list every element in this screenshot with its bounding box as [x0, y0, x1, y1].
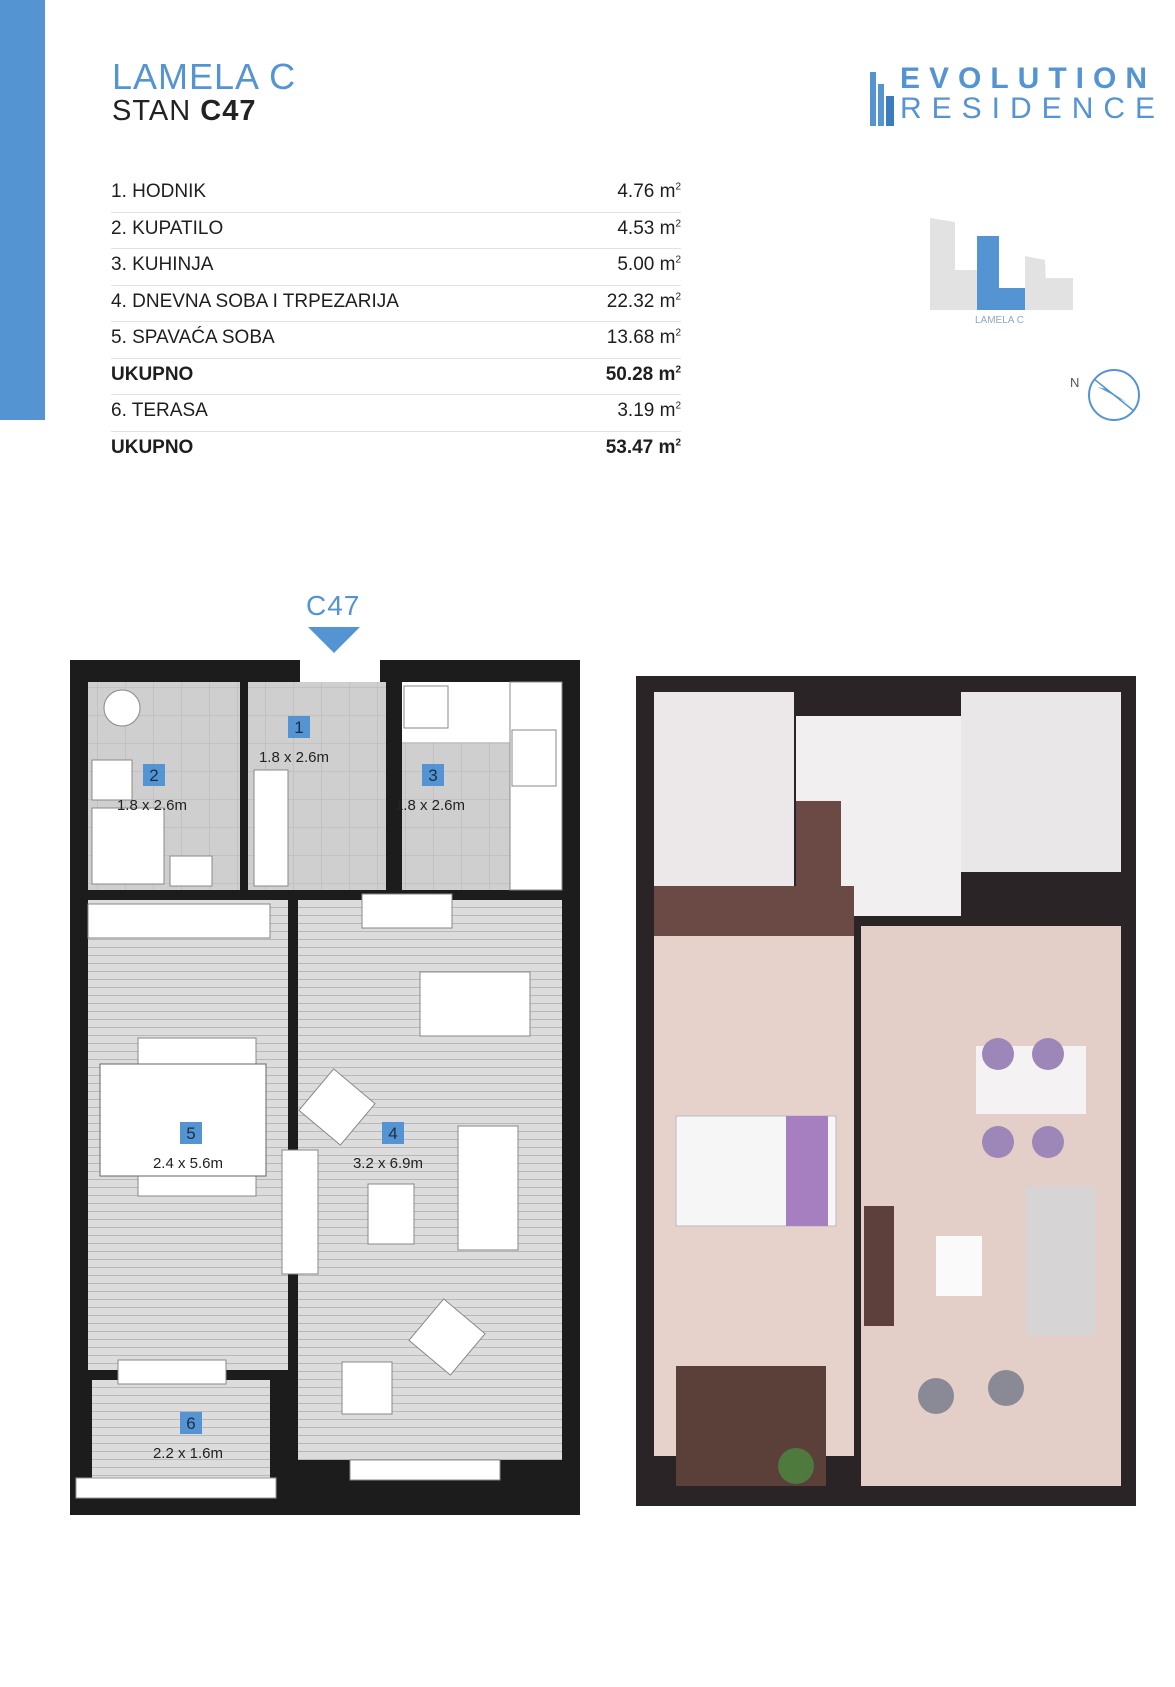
- room-name: 1. HODNIK: [111, 181, 207, 202]
- svg-text:5: 5: [186, 1124, 195, 1143]
- room-row: 1. HODNIK 4.76 m2: [111, 176, 681, 213]
- svg-text:1.8 x 2.6m: 1.8 x 2.6m: [259, 749, 329, 766]
- brand-logo: EVOLUTION RESIDENCE: [868, 62, 1155, 132]
- room-row: 4. DNEVNA SOBA I TRPEZARIJA 22.32 m2: [111, 286, 681, 322]
- room-label-4: 4 3.2 x 6.9m: [353, 1122, 423, 1172]
- compass-icon: [1088, 369, 1140, 421]
- svg-text:2: 2: [149, 766, 158, 785]
- building-logo-icon: [870, 72, 894, 126]
- room-row: 2. KUPATILO 4.53 m2: [111, 213, 681, 249]
- room-row: 3. KUHINJA 5.00 m2: [111, 249, 681, 286]
- svg-text:4: 4: [388, 1124, 397, 1143]
- room-name: 3. KUHINJA: [111, 254, 214, 275]
- room-name: 6. TERASA: [111, 400, 208, 421]
- unit-title: STAN C47: [112, 95, 256, 128]
- unit-prefix: STAN: [112, 95, 192, 127]
- total-label: UKUPNO: [111, 363, 194, 385]
- plan-code: C47: [306, 590, 361, 621]
- room-area: 13.68 m2: [606, 327, 681, 348]
- bathroom-render: [654, 692, 794, 892]
- room-area: 22.32 m2: [606, 290, 681, 312]
- svg-text:3: 3: [428, 766, 437, 785]
- unit-code: C47: [200, 95, 257, 127]
- room-label-3: 3 1.8 x 2.6m: [395, 764, 465, 814]
- total-area: 53.47 m2: [605, 436, 681, 458]
- room-label-5: 5 2.4 x 5.6m: [153, 1122, 223, 1172]
- entrance-arrow-icon: [308, 627, 360, 653]
- svg-text:3.2 x 6.9m: 3.2 x 6.9m: [353, 1155, 423, 1172]
- room-label-6: 6 2.2 x 1.6m: [153, 1412, 223, 1462]
- svg-text:2.4 x 5.6m: 2.4 x 5.6m: [153, 1155, 223, 1172]
- room-area: 5.00 m2: [617, 254, 681, 275]
- room-area-table: 1. HODNIK 4.76 m2 2. KUPATILO 4.53 m2 3. K…: [111, 176, 681, 467]
- lamela-title: LAMELA C: [112, 56, 297, 97]
- room-area: 4.53 m2: [617, 217, 681, 239]
- room-name: 4. DNEVNA SOBA I TRPEZARIJA: [111, 290, 399, 312]
- floor-plan: 1 1.8 x 2.6m 2 1.8 x 2.6m 3 1.8 x 2.6m 4…: [70, 660, 580, 1515]
- room-area: 4.76 m2: [617, 181, 681, 202]
- room-name: 2. KUPATILO: [111, 217, 224, 239]
- room-label-2: 2 1.8 x 2.6m: [117, 764, 187, 814]
- kitchen-render: [961, 692, 1121, 872]
- brand-line1: EVOLUTION: [900, 62, 1157, 95]
- svg-text:1: 1: [294, 718, 303, 737]
- room-label-1: 1 1.8 x 2.6m: [259, 716, 329, 766]
- brand-line2: RESIDENCE: [900, 92, 1166, 125]
- svg-text:1.8 x 2.6m: 1.8 x 2.6m: [395, 797, 465, 814]
- svg-text:2.2 x 1.6m: 2.2 x 1.6m: [153, 1445, 223, 1462]
- svg-text:6: 6: [186, 1414, 195, 1433]
- north-label: N: [1070, 375, 1080, 390]
- key-plan-caption: LAMELA C: [975, 315, 1024, 326]
- grand-total-row: UKUPNO 53.47 m2: [111, 432, 681, 468]
- render-3d: [636, 676, 1136, 1506]
- room-row: 5. SPAVAĆA SOBA 13.68 m2: [111, 322, 681, 359]
- room-area: 3.19 m2: [617, 400, 681, 421]
- room-name: 5. SPAVAĆA SOBA: [111, 327, 275, 348]
- total-row: UKUPNO 50.28 m2: [111, 359, 681, 395]
- accent-bar: [0, 0, 45, 420]
- key-plan-map: [930, 218, 1073, 310]
- total-area: 50.28 m2: [605, 363, 681, 385]
- svg-text:1.8 x 2.6m: 1.8 x 2.6m: [117, 797, 187, 814]
- room-row: 6. TERASA 3.19 m2: [111, 395, 681, 432]
- key-plan: LAMELA C: [925, 210, 1085, 330]
- total-label: UKUPNO: [111, 436, 194, 458]
